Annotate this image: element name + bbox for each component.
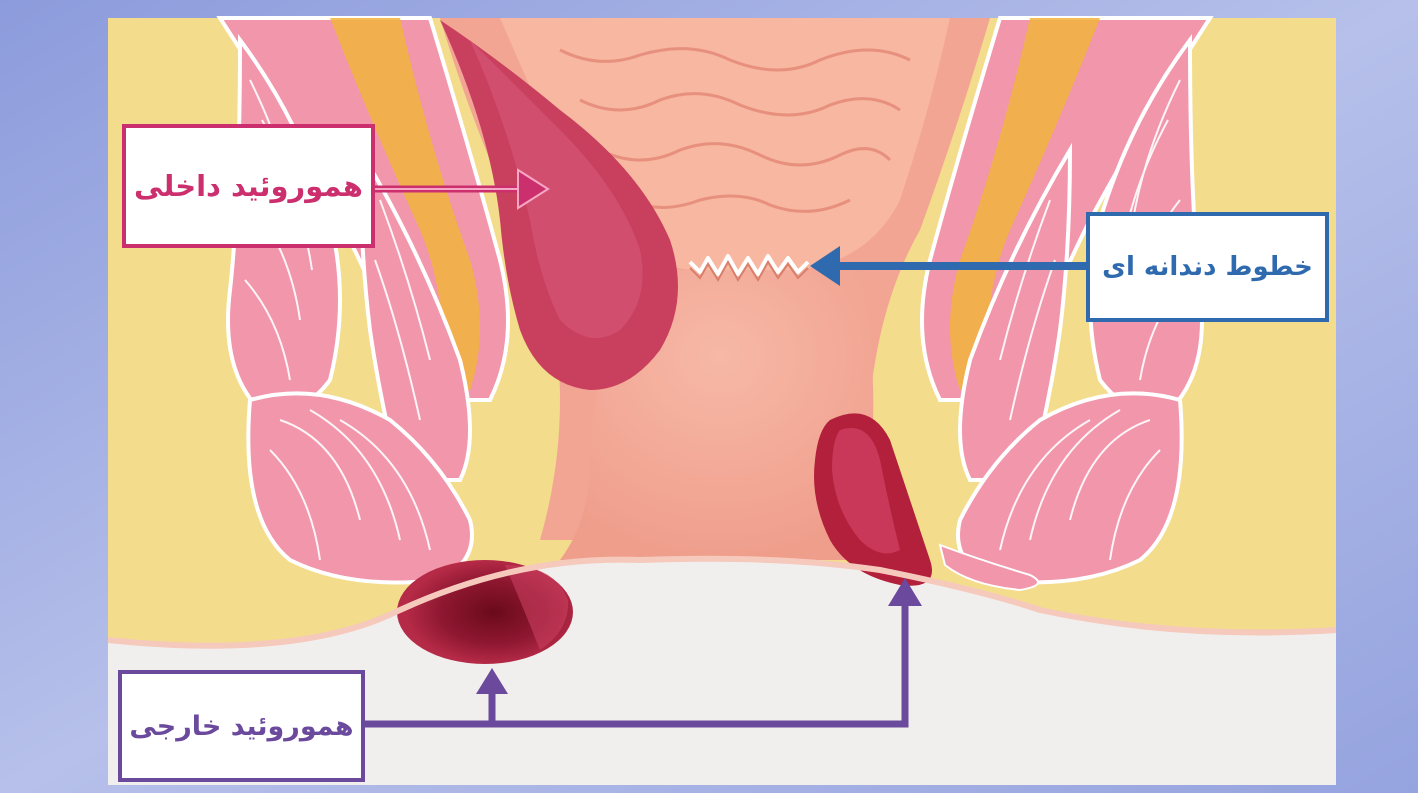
external-hemorrhoid-label: هموروئید خارجی: [118, 670, 365, 782]
internal-hemorrhoid-label: هموروئید داخلی: [122, 124, 375, 248]
dentate-line-label: خطوط دندانه ای: [1086, 212, 1329, 322]
